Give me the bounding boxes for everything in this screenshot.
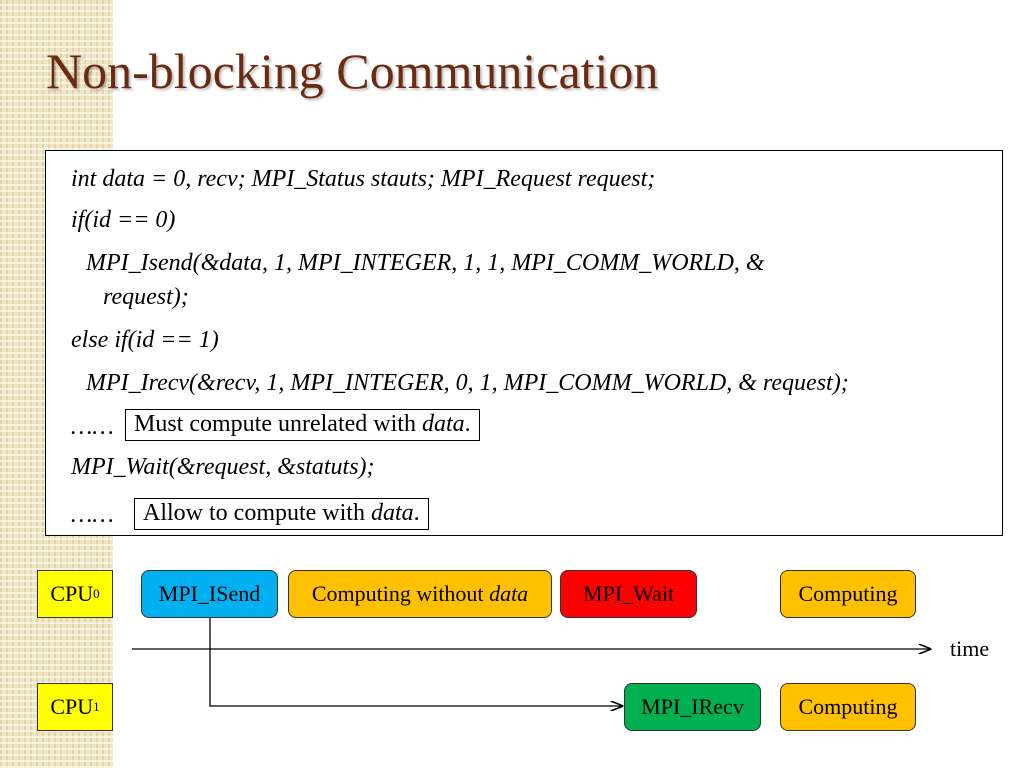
computing-without-emph: data	[489, 581, 529, 606]
note2-suffix: .	[413, 500, 420, 526]
cpu1-sub: 1	[93, 699, 100, 714]
computing-cpu0-block: Computing	[780, 570, 916, 618]
cpu1-text: CPU	[50, 694, 94, 719]
note1-text: Must compute unrelated with	[134, 411, 422, 437]
code-line-declarations: int data = 0, recv; MPI_Status stauts; M…	[71, 166, 656, 192]
code-ellipsis-2: ……	[71, 502, 114, 528]
code-line-isend-cont: request);	[103, 284, 189, 310]
note-must-compute-unrelated: Must compute unrelated with data.	[125, 409, 480, 441]
message-arrow	[209, 618, 622, 706]
computing-cpu1-block: Computing	[780, 683, 916, 731]
note1-emph: data	[421, 411, 465, 437]
code-line-if: if(id == 0)	[71, 207, 176, 233]
mpi-wait-block: MPI_Wait	[560, 570, 697, 618]
computing-without-data-block: Computing without data	[288, 570, 552, 618]
slide-title: Non-blocking Communication	[46, 43, 659, 99]
note1-suffix: .	[464, 411, 471, 437]
code-line-isend: MPI_Isend(&data, 1, MPI_INTEGER, 1, 1, M…	[86, 250, 765, 276]
cpu0-sub: 0	[93, 586, 100, 601]
note-allow-compute: Allow to compute with data.	[134, 498, 429, 530]
note2-emph: data	[370, 500, 414, 526]
code-line-else-if: else if(id == 1)	[71, 327, 219, 353]
code-line-wait: MPI_Wait(&request, &statuts);	[71, 454, 375, 480]
code-line-irecv: MPI_Irecv(&recv, 1, MPI_INTEGER, 0, 1, M…	[86, 370, 849, 396]
cpu0-text: CPU	[50, 581, 94, 606]
computing-without-text: Computing without	[311, 581, 484, 606]
mpi-irecv-block: MPI_IRecv	[624, 683, 761, 731]
note2-text: Allow to compute with	[143, 500, 371, 526]
mpi-isend-block: MPI_ISend	[141, 570, 278, 618]
time-axis-label: time	[950, 636, 990, 661]
code-box: int data = 0, recv; MPI_Status stauts; M…	[45, 150, 1003, 536]
code-ellipsis-1: ……	[71, 414, 114, 440]
